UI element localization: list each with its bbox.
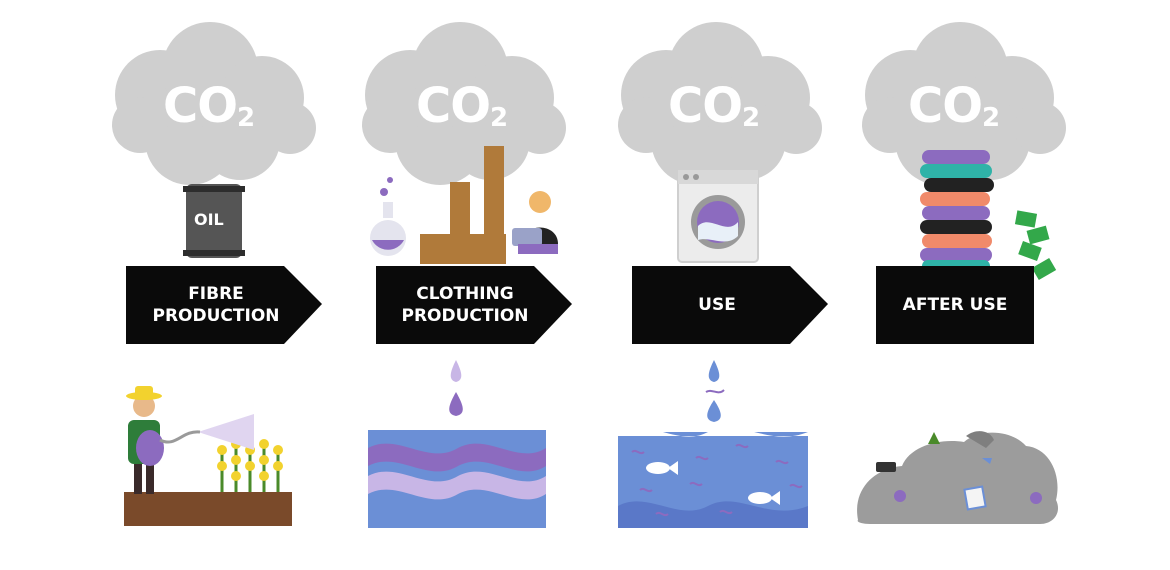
factory-icon: [420, 146, 506, 264]
cloud-icon: [112, 22, 316, 185]
stage-label: AFTER USE: [902, 295, 1008, 315]
oil-label: OIL: [194, 210, 224, 229]
cloud-icon: [362, 22, 566, 185]
arrow-banner: [376, 266, 572, 344]
arrow-banner: [632, 266, 828, 344]
lab-flask-icon: [370, 177, 406, 256]
arrow-banner: [876, 266, 1034, 344]
farmer-spraying-crops-icon: [124, 386, 292, 526]
stage-label: USE: [698, 295, 736, 315]
clothes-pile-icon: [920, 150, 994, 272]
arrow-banner: [126, 266, 322, 344]
co2-label: CO2: [163, 78, 255, 134]
money-icon: [1014, 210, 1057, 281]
microfibre-drops-icon: [705, 360, 725, 422]
sewing-worker-icon: [512, 191, 558, 254]
washing-machine-icon: [677, 169, 759, 263]
co2-label: CO2: [416, 78, 508, 134]
stage-use: CO2 USE: [506, 0, 836, 570]
co2-label: CO2: [908, 78, 1000, 134]
stage-after-use: CO2 AFTER USE: [750, 0, 1080, 570]
microfibre-water-icon: [618, 427, 808, 528]
co2-label: CO2: [668, 78, 760, 134]
chemical-drops-icon: [449, 360, 463, 416]
cloud-icon: [618, 22, 822, 185]
polluted-water-waves-icon: [368, 430, 546, 528]
oil-barrel-icon: [183, 184, 245, 258]
landfill-icon: [857, 431, 1059, 524]
